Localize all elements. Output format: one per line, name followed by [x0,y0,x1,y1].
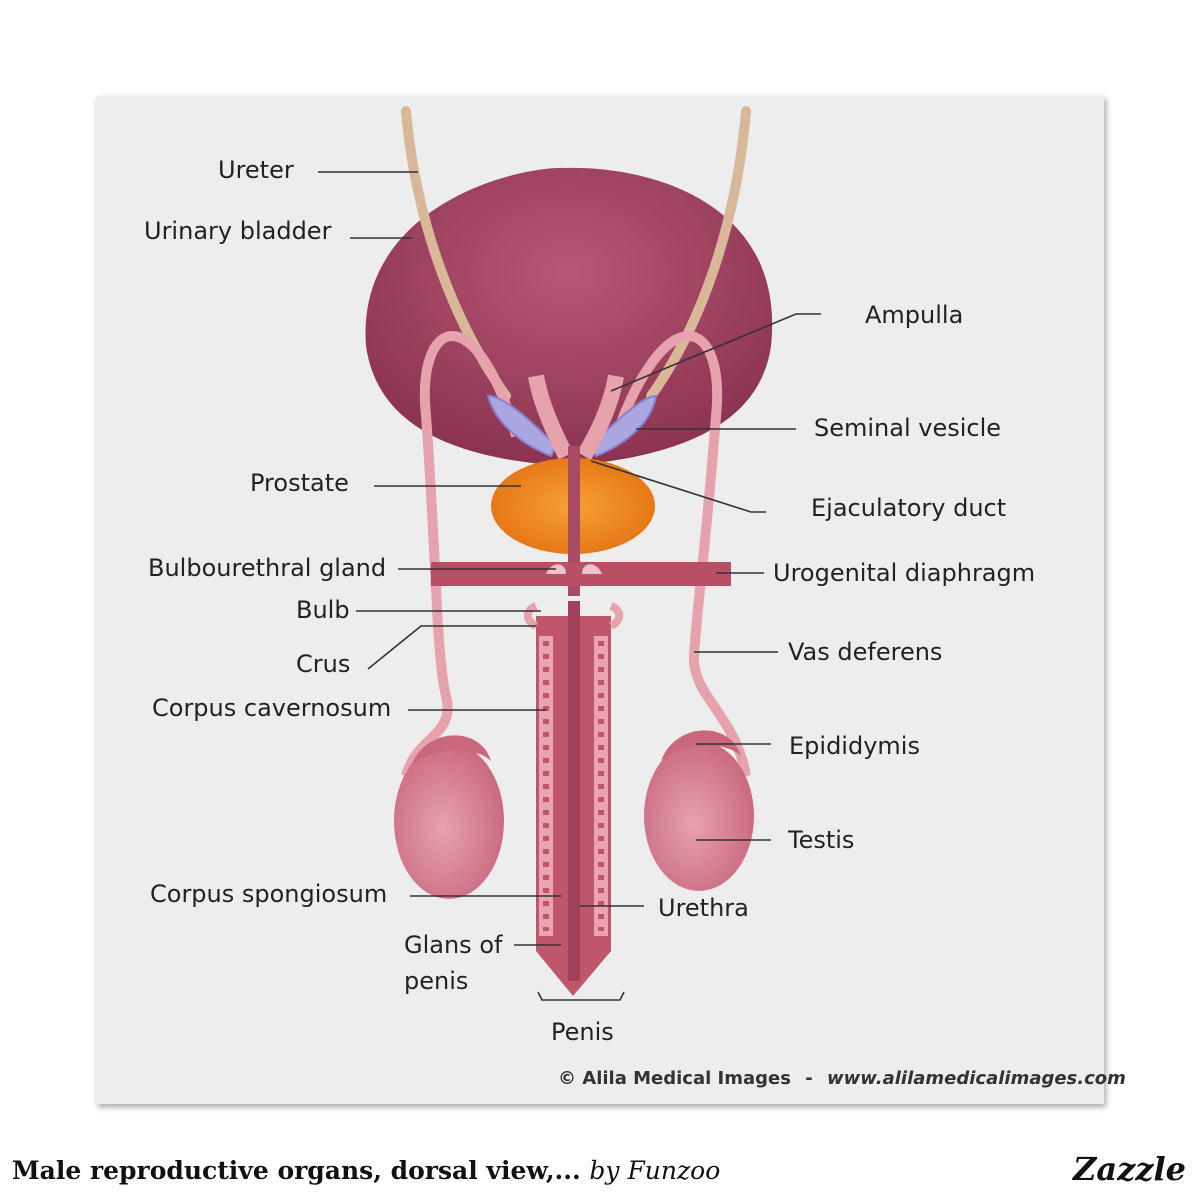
label-crus: Crus [296,650,351,678]
product-title[interactable]: Male reproductive organs, dorsal view,..… [12,1156,720,1185]
label-vas-deferens: Vas deferens [788,638,943,666]
zazzle-logo[interactable]: Zazzle [1073,1150,1186,1188]
testis-right [644,741,754,891]
poster: Ureter Urinary bladder Ampulla Seminal v… [96,96,1126,1104]
epididymis-right [661,730,741,761]
credit-line: © Alila Medical Images - www.alilamedica… [558,1068,1126,1089]
seminal-vesicle-left [486,394,558,458]
label-corpus-spongiosum: Corpus spongiosum [150,880,388,908]
label-glans-line2: penis [404,967,469,995]
product-author[interactable]: by Funzoo [589,1156,721,1185]
credit-url[interactable]: www.alilamedicalimages.com [827,1068,1126,1089]
label-urethra: Urethra [658,894,749,922]
product-title-text[interactable]: Male reproductive organs, dorsal view,..… [12,1156,581,1185]
label-bulbourethral-gland: Bulbourethral gland [148,554,387,582]
leader-lines [318,171,821,1001]
label-urinary-bladder: Urinary bladder [144,217,332,245]
vas-deferens-right [611,331,751,777]
label-seminal-vesicle: Seminal vesicle [814,414,1002,442]
label-testis: Testis [788,826,855,854]
urinary-bladder [365,167,773,467]
testis-left [394,743,504,899]
anatomy-illustration [318,106,821,1001]
label-penis: Penis [551,1018,614,1046]
label-epididymis: Epididymis [789,732,920,760]
label-ejaculatory-duct: Ejaculatory duct [811,494,1007,522]
urogenital-diaphragm [431,562,731,586]
label-prostate: Prostate [250,469,349,497]
label-glans-line1: Glans of [404,931,503,959]
copyright-text: © Alila Medical Images [558,1068,791,1089]
vas-deferens-left [401,331,521,778]
epididymis-left [411,735,491,766]
label-ampulla: Ampulla [865,301,964,329]
label-bulb: Bulb [296,596,350,624]
label-urogenital-diaphragm: Urogenital diaphragm [773,559,1036,587]
label-ureter: Ureter [218,156,294,184]
credit-separator: - [805,1068,813,1089]
label-corpus-cavernosum: Corpus cavernosum [152,694,392,722]
